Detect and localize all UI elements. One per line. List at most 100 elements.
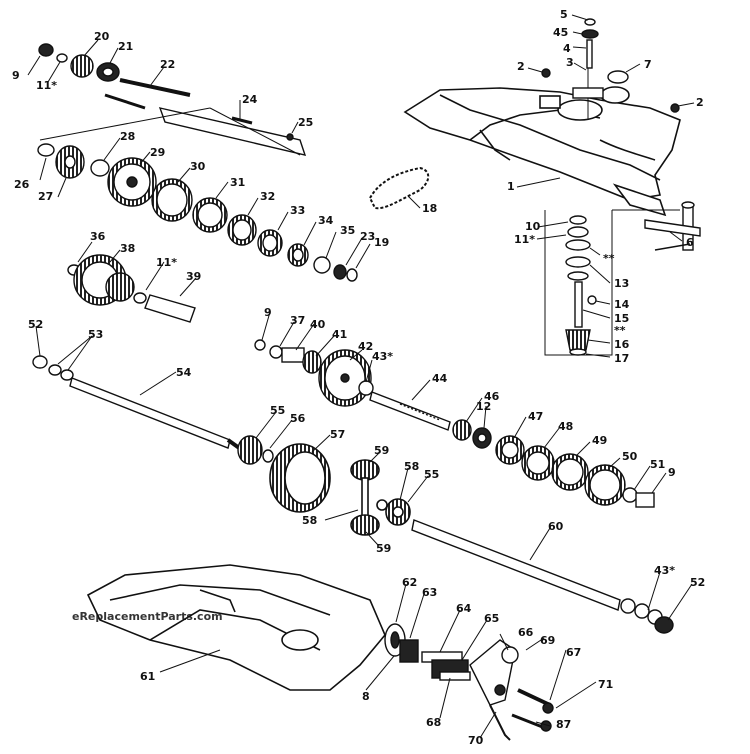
upper-left-gears — [38, 43, 307, 156]
callout: 22 — [160, 58, 175, 71]
callout: 39 — [186, 270, 201, 283]
shift-lever — [644, 201, 701, 251]
callout: 7 — [644, 58, 652, 71]
callout: 3 — [566, 56, 574, 69]
callout-labels: 5 45 4 2 3 7 2 1 18 10 11* 6 ** 13 14 15… — [12, 8, 705, 747]
callout: 70 — [468, 734, 484, 747]
callout: 41 — [332, 328, 347, 341]
callout: 9 — [668, 466, 676, 479]
callout: 54 — [176, 366, 192, 379]
callout: 61 — [140, 670, 155, 683]
callout: 15 — [614, 312, 629, 325]
callout: 11* — [156, 256, 177, 269]
callout: 51 — [650, 458, 665, 471]
callout: 65 — [484, 612, 499, 625]
brake-assembly — [384, 623, 554, 741]
callout: 43* — [654, 564, 675, 577]
bracket-lines-upper-left — [39, 107, 301, 156]
callout: 16 — [614, 338, 630, 351]
callout: 9 — [264, 306, 272, 319]
lower-housing — [86, 564, 386, 691]
callout: 2 — [696, 96, 704, 109]
callout: 47 — [528, 410, 543, 423]
callout: 33 — [290, 204, 305, 217]
callout: 30 — [190, 160, 206, 173]
callout: 20 — [94, 30, 110, 43]
callout: 56 — [290, 412, 306, 425]
callout: 35 — [340, 224, 355, 237]
callout: 5 — [560, 8, 568, 21]
callout: 66 — [518, 626, 534, 639]
callout: 12 — [476, 400, 491, 413]
callout: 59 — [376, 542, 391, 555]
callout: 23 — [360, 230, 375, 243]
callout: 43* — [372, 350, 393, 363]
callout: 42 — [358, 340, 373, 353]
callout: 40 — [310, 318, 326, 331]
callout: 52 — [28, 318, 43, 331]
callout: 60 — [548, 520, 564, 533]
callout: 28 — [120, 130, 135, 143]
callout: 55 — [424, 468, 439, 481]
callout: 50 — [622, 450, 638, 463]
callout: ** — [614, 324, 626, 337]
callout: 71 — [598, 678, 613, 691]
callout: 26 — [14, 178, 30, 191]
callout: 1 — [507, 180, 515, 193]
callout: 2 — [517, 60, 525, 73]
callout: 6 — [686, 236, 694, 249]
callout: 11* — [36, 79, 57, 92]
callout: 34 — [318, 214, 334, 227]
callout: 48 — [558, 420, 573, 433]
callout: 37 — [290, 314, 305, 327]
upper-housing — [403, 86, 681, 217]
callout: 87 — [556, 718, 571, 731]
callout: 62 — [402, 576, 417, 589]
leader-lines — [27, 14, 695, 739]
callout: 18 — [422, 202, 437, 215]
callout: 8 — [362, 690, 370, 703]
callout: 68 — [426, 716, 441, 729]
shaft-44-assembly — [254, 339, 655, 508]
callout: 52 — [690, 576, 705, 589]
callout: 38 — [120, 242, 135, 255]
callout: 27 — [38, 190, 53, 203]
callout: 14 — [614, 298, 630, 311]
callout: 21 — [118, 40, 133, 53]
callout: 55 — [270, 404, 285, 417]
gear-cluster-38 — [67, 254, 196, 323]
callout: 19 — [374, 236, 389, 249]
callout: 45 — [553, 26, 568, 39]
callout: 67 — [566, 646, 581, 659]
callout: 4 — [563, 42, 571, 55]
callout: 9 — [12, 69, 20, 82]
callout: ** — [603, 252, 615, 265]
shaft-54 — [32, 355, 274, 465]
vertical-shaft-assembly — [565, 215, 597, 356]
callout: 10 — [525, 220, 541, 233]
callout: 58 — [404, 460, 419, 473]
callout: 64 — [456, 602, 472, 615]
callout: 36 — [90, 230, 106, 243]
callout: 58 — [302, 514, 317, 527]
callout: 69 — [540, 634, 555, 647]
callout: 29 — [150, 146, 165, 159]
gear-row-upper — [37, 143, 358, 282]
callout: 44 — [432, 372, 448, 385]
callout: 25 — [298, 116, 313, 129]
callout: 32 — [260, 190, 275, 203]
watermark-text: eReplacementParts.com — [72, 610, 223, 623]
top-shaft-stack — [541, 18, 680, 113]
callout: 17 — [614, 352, 629, 365]
callout: 53 — [88, 328, 103, 341]
callout: 49 — [592, 434, 607, 447]
callout: 59 — [374, 444, 389, 457]
differential-assembly — [269, 443, 411, 536]
callout: 11* — [514, 233, 535, 246]
callout: 31 — [230, 176, 245, 189]
drive-chain — [368, 166, 430, 210]
callout: 24 — [242, 93, 258, 106]
shaft-60 — [411, 519, 674, 634]
callout: 46 — [484, 390, 500, 403]
